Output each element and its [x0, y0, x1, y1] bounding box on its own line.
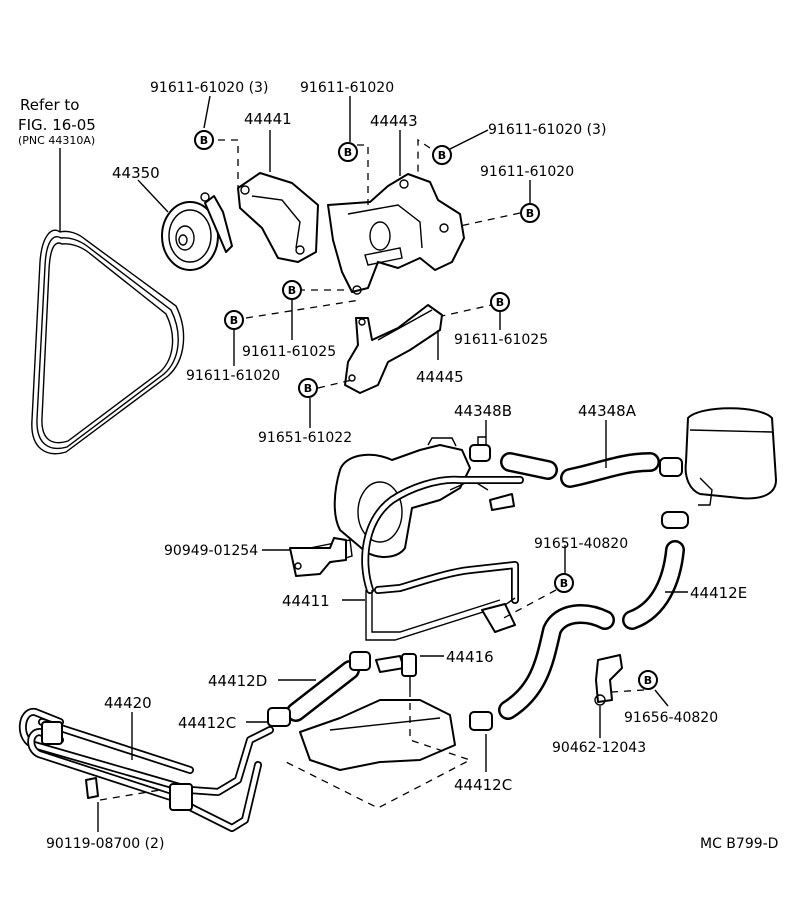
- bracket-44441[interactable]: [237, 172, 319, 263]
- refer-line3: (PNC 44310A): [18, 134, 95, 147]
- clamp-44348B[interactable]: [469, 436, 491, 462]
- reservoir[interactable]: [659, 407, 777, 506]
- bolt-90119[interactable]: [85, 777, 99, 799]
- svg-text:B: B: [230, 314, 238, 327]
- label-90462-12043[interactable]: 90462-12043: [552, 740, 646, 756]
- label-91611-61020-3-right[interactable]: 91611-61020 (3): [488, 122, 606, 138]
- bolt-marker-1[interactable]: B: [194, 130, 214, 150]
- svg-text:B: B: [200, 134, 208, 147]
- bracket-44445[interactable]: [344, 304, 443, 394]
- label-91651-40820[interactable]: 91651-40820: [534, 536, 628, 552]
- label-44420[interactable]: 44420: [104, 694, 152, 712]
- label-91611-61020-3-left[interactable]: 91611-61020 (3): [150, 80, 268, 96]
- bracket-44443[interactable]: [327, 173, 465, 295]
- bracket-90949[interactable]: [289, 537, 347, 577]
- svg-text:B: B: [438, 149, 446, 162]
- svg-text:B: B: [560, 577, 568, 590]
- diagram-code: MC B799-D: [700, 836, 778, 852]
- label-44350[interactable]: 44350: [112, 164, 160, 182]
- svg-text:B: B: [304, 382, 312, 395]
- label-44348B[interactable]: 44348B: [454, 402, 512, 420]
- bolt-marker-5[interactable]: B: [282, 280, 302, 300]
- label-91611-61025-a[interactable]: 91611-61025: [242, 344, 336, 360]
- bolt-marker-10[interactable]: B: [638, 670, 658, 690]
- return-hose-44348A[interactable]: [500, 452, 660, 488]
- power-steering-pump[interactable]: [333, 437, 489, 558]
- label-44412C-left[interactable]: 44412C: [178, 714, 236, 732]
- label-44412D[interactable]: 44412D: [208, 672, 267, 690]
- hose-44412D[interactable]: [286, 651, 371, 722]
- bolt-marker-7[interactable]: B: [490, 292, 510, 312]
- bolt-marker-3[interactable]: B: [432, 145, 452, 165]
- svg-text:B: B: [496, 296, 504, 309]
- clamp-44412C-left[interactable]: [267, 707, 291, 727]
- bolt-marker-6[interactable]: B: [224, 310, 244, 330]
- label-44412E[interactable]: 44412E: [690, 584, 747, 602]
- label-44412C-right[interactable]: 44412C: [454, 776, 512, 794]
- leader-44350: [137, 179, 169, 213]
- hose-clamp-small[interactable]: [661, 511, 689, 529]
- idler-pulley[interactable]: [161, 192, 233, 271]
- label-44348A[interactable]: 44348A: [578, 402, 637, 420]
- label-91611-61025-b[interactable]: 91611-61025: [454, 332, 548, 348]
- oil-cooler-44420[interactable]: [18, 708, 274, 832]
- bolt-marker-9[interactable]: B: [554, 573, 574, 593]
- bolt-leader-lines: [203, 95, 669, 707]
- bolt-marker-2[interactable]: B: [338, 142, 358, 162]
- refer-line2: FIG. 16-05: [18, 116, 96, 134]
- label-44443[interactable]: 44443: [370, 112, 418, 130]
- hose-44412E[interactable]: [498, 540, 685, 720]
- refer-line1: Refer to: [20, 96, 79, 114]
- label-90119-08700-2[interactable]: 90119-08700 (2): [46, 836, 164, 852]
- clamp-90462[interactable]: [594, 654, 623, 706]
- svg-text:B: B: [344, 146, 352, 159]
- label-44445[interactable]: 44445: [416, 368, 464, 386]
- svg-text:B: B: [288, 284, 296, 297]
- label-91611-61020-right[interactable]: 91611-61020: [480, 164, 574, 180]
- label-91611-61020-mid[interactable]: 91611-61020: [186, 368, 280, 384]
- clamp-44412C-right[interactable]: [469, 711, 493, 731]
- bolt-marker-8[interactable]: B: [298, 378, 318, 398]
- svg-text:B: B: [526, 207, 534, 220]
- label-44441[interactable]: 44441: [244, 110, 292, 128]
- union-44416[interactable]: [375, 653, 417, 690]
- label-44416[interactable]: 44416: [446, 648, 494, 666]
- svg-text:B: B: [644, 674, 652, 687]
- label-44411[interactable]: 44411: [282, 592, 330, 610]
- bolt-marker-4[interactable]: B: [520, 203, 540, 223]
- label-91611-61020-top[interactable]: 91611-61020: [300, 80, 394, 96]
- drive-belt[interactable]: [31, 229, 185, 455]
- label-91651-61022[interactable]: 91651-61022: [258, 430, 352, 446]
- reference-dashed-lines: [99, 138, 645, 809]
- label-91656-40820[interactable]: 91656-40820: [624, 710, 718, 726]
- label-90949-01254[interactable]: 90949-01254: [164, 543, 258, 559]
- steering-gear-housing[interactable]: [299, 699, 456, 771]
